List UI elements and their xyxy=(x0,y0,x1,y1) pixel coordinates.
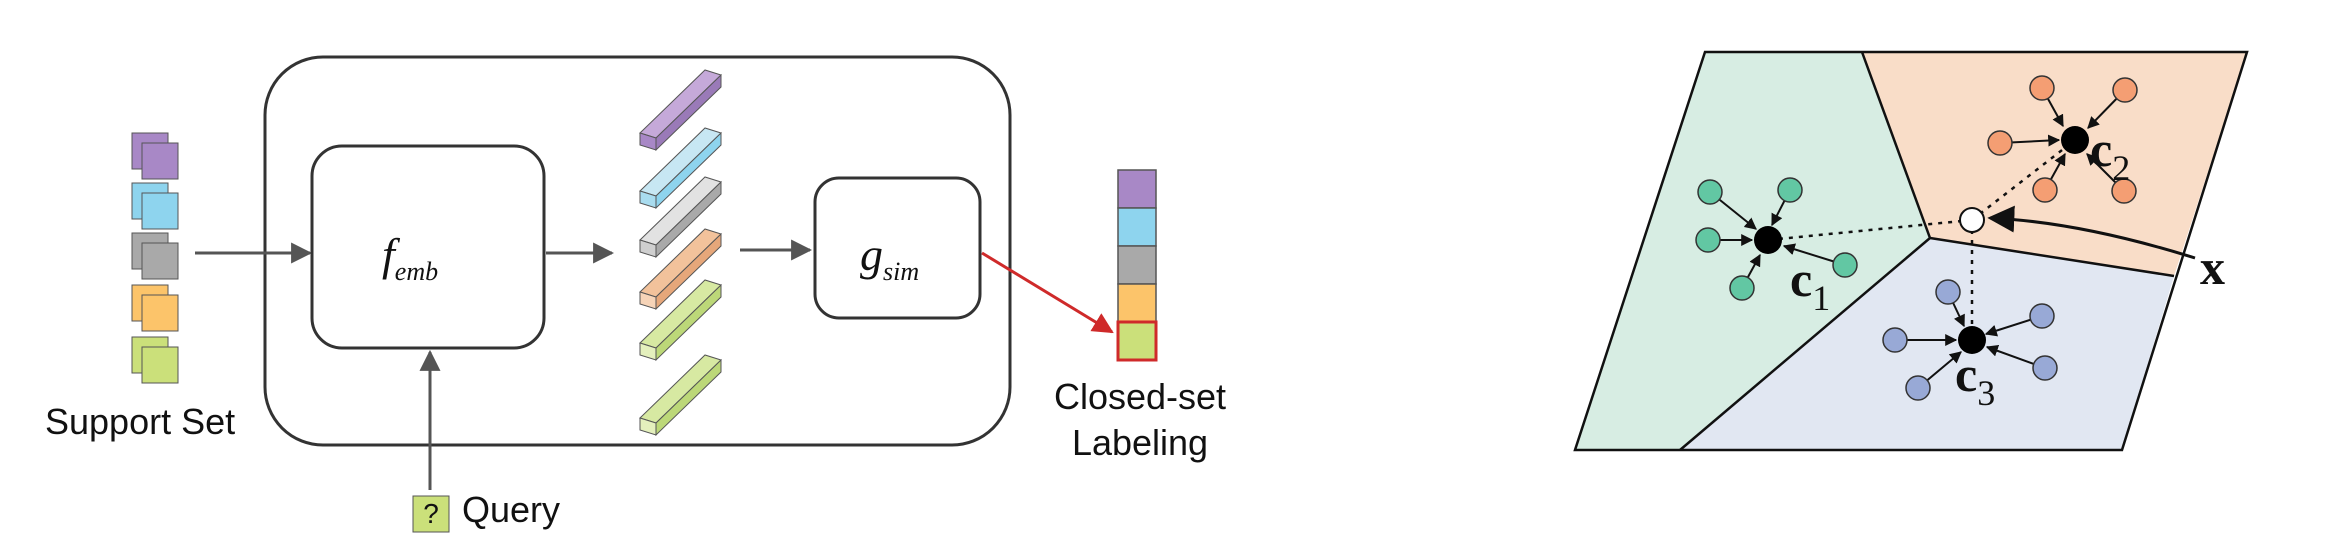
embedding-bar-orange xyxy=(639,228,722,311)
region-blue xyxy=(1680,238,2174,450)
closed-set-label-column xyxy=(1116,169,1158,362)
femb-box xyxy=(310,144,546,350)
closed-set-label-line1: Closed-set xyxy=(1053,376,1227,417)
femb-subscript: emb xyxy=(394,257,439,286)
femb-label: femb xyxy=(382,228,438,287)
cluster-blue xyxy=(1882,279,2058,401)
c2-symbol: c xyxy=(2090,121,2113,177)
gsim-subscript: sim xyxy=(883,257,920,286)
embedding-bar-blue xyxy=(639,127,722,210)
query-label: Query xyxy=(462,489,561,530)
prototype-c1 xyxy=(1754,226,1782,254)
embedding-bar-query xyxy=(639,354,722,437)
c1-subscript: 1 xyxy=(1812,278,1831,318)
region-orange xyxy=(1862,52,2247,276)
dist-x-to-c1 xyxy=(1767,218,1973,242)
gsim-label: gsim xyxy=(860,228,919,287)
closed-set-labeling-label: Closed-set Labeling xyxy=(1040,374,1240,466)
cluster-orange xyxy=(1987,75,2138,204)
support-set-label: Support Set xyxy=(45,401,236,442)
c2-subscript: 2 xyxy=(2112,148,2131,188)
x-label: x xyxy=(2200,239,2225,295)
c3-label: c3 xyxy=(1955,345,1995,414)
c1-label: c1 xyxy=(1790,250,1830,319)
query-point-x xyxy=(1959,207,1985,233)
c3-symbol: c xyxy=(1955,346,1978,402)
query-square-icon xyxy=(412,495,450,533)
gsim-symbol: g xyxy=(860,229,883,280)
arrow-label-to-x xyxy=(1987,205,2196,260)
closed-set-label-line2: Labeling xyxy=(1071,422,1209,463)
embedding-bar-purple xyxy=(639,69,722,152)
c2-label: c2 xyxy=(2090,120,2130,189)
c1-symbol: c xyxy=(1790,251,1813,307)
predicted-label-cell xyxy=(1116,320,1158,362)
prototype-c2 xyxy=(2061,126,2089,154)
support-set-icons xyxy=(131,132,179,384)
space-border xyxy=(1573,50,2249,452)
region-green xyxy=(1575,52,1930,450)
query-question-mark: ? xyxy=(423,498,439,529)
embedding-bars xyxy=(639,69,722,437)
prototype-c3 xyxy=(1958,326,1986,354)
prototype-space-diagram xyxy=(1573,50,2249,452)
pipeline-diagram xyxy=(131,55,1158,533)
arrow-gsim-to-label xyxy=(981,251,1114,334)
embedding-bar-green xyxy=(639,279,722,362)
cluster-green xyxy=(1695,177,1858,301)
gsim-box xyxy=(813,176,982,320)
femb-symbol: f xyxy=(382,229,395,280)
c3-subscript: 3 xyxy=(1977,373,1996,413)
embedding-bar-gray xyxy=(639,176,722,259)
model-container xyxy=(263,55,1012,447)
